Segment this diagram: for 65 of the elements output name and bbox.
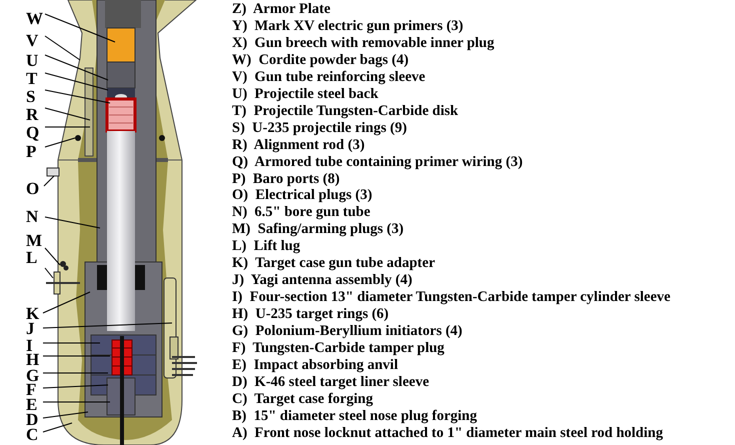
leader-line	[44, 108, 90, 120]
callout-letter: S	[26, 88, 36, 105]
callout-letter: Q	[26, 124, 40, 141]
key-entry: C) Target case forging	[232, 390, 373, 407]
leader-line	[44, 36, 80, 60]
leader-line	[44, 90, 110, 104]
key-entry: T) Projectile Tungsten-Carbide disk	[232, 102, 458, 119]
callout-letter: H	[26, 351, 40, 368]
leader-line	[44, 72, 108, 90]
key-entry: K) Target case gun tube adapter	[232, 255, 435, 272]
callout-letter: J	[26, 320, 34, 337]
key-entry: G) Polonium-Beryllium initiators (4)	[232, 323, 462, 340]
key-entry: B) 15" diameter steel nose plug forging	[232, 408, 477, 424]
callout-letter: O	[26, 180, 40, 197]
leader-line	[44, 54, 108, 80]
key-entry: Q) Armored tube containing primer wiring (3)	[232, 154, 523, 170]
key-entry: U) Projectile steel back	[232, 86, 378, 102]
key-entry: P) Baro ports (8)	[232, 170, 340, 186]
key-entry: Z) Armor Plate	[232, 1, 330, 17]
callout-letter: P	[26, 143, 36, 160]
callout-letter: N	[26, 208, 38, 225]
callout-letter: D	[26, 411, 38, 428]
leader-line	[42, 412, 88, 418]
leader-line	[44, 126, 90, 128]
callout-letter: M	[26, 232, 42, 249]
key-entry: A) Front nose locknut attached to 1" diameter main steel rod holding	[232, 424, 663, 441]
callout-letter: W	[26, 10, 43, 27]
callout-letter: G	[26, 367, 40, 384]
key-entry: S) U-235 projectile rings (9)	[232, 120, 407, 136]
key-entry: E) Impact absorbing anvil	[232, 356, 398, 373]
leader-line	[44, 138, 76, 148]
leader-line	[44, 176, 54, 186]
callout-letter: C	[26, 426, 38, 443]
key-entry: O) Electrical plugs (3)	[232, 187, 372, 204]
key-entry: M) Safing/arming plugs (3)	[232, 221, 404, 238]
leader-line	[42, 342, 100, 344]
key-entry: R) Alignment rod (3)	[232, 136, 365, 153]
callout-letter: F	[26, 381, 36, 398]
leader-line	[42, 422, 72, 432]
leader-line	[44, 14, 116, 42]
key-entry: V) Gun tube reinforcing sleeve	[232, 68, 426, 85]
callout-letter: K	[26, 305, 40, 322]
callout-letter: R	[26, 106, 38, 123]
key-entry: I) Four-section 13" diameter Tungsten-Carbide tamper cylinder sleeve	[232, 289, 670, 306]
key-entry: D) K-46 steel target liner sleeve	[232, 374, 430, 390]
leader-line	[42, 372, 108, 374]
key-entry: H) U-235 target rings (6)	[232, 306, 389, 322]
key-entry: J) Yagi antenna assembly (4)	[232, 272, 412, 288]
key-entry: L) Lift lug	[232, 238, 300, 254]
key-entry: N) 6.5" bore gun tube	[232, 204, 370, 220]
key-entry: W) Cordite powder bags (4)	[232, 52, 409, 68]
callout-letter: L	[26, 249, 38, 266]
leader-line	[42, 322, 172, 328]
key-entry: X) Gun breech with removable inner plug	[232, 34, 494, 51]
leader-line	[44, 248, 60, 266]
key-entry: Y) Mark XV electric gun primers (3)	[232, 18, 464, 34]
callout-letter: E	[26, 396, 38, 413]
leader-line	[42, 292, 90, 314]
leader-line	[42, 384, 108, 388]
key-entry: F) Tungsten-Carbide tamper plug	[232, 340, 444, 356]
callout-letter: I	[26, 337, 33, 354]
callout-letter: V	[26, 32, 38, 49]
leader-line	[44, 268, 54, 278]
callout-letter: T	[26, 70, 38, 87]
callout-letter: U	[26, 52, 38, 69]
